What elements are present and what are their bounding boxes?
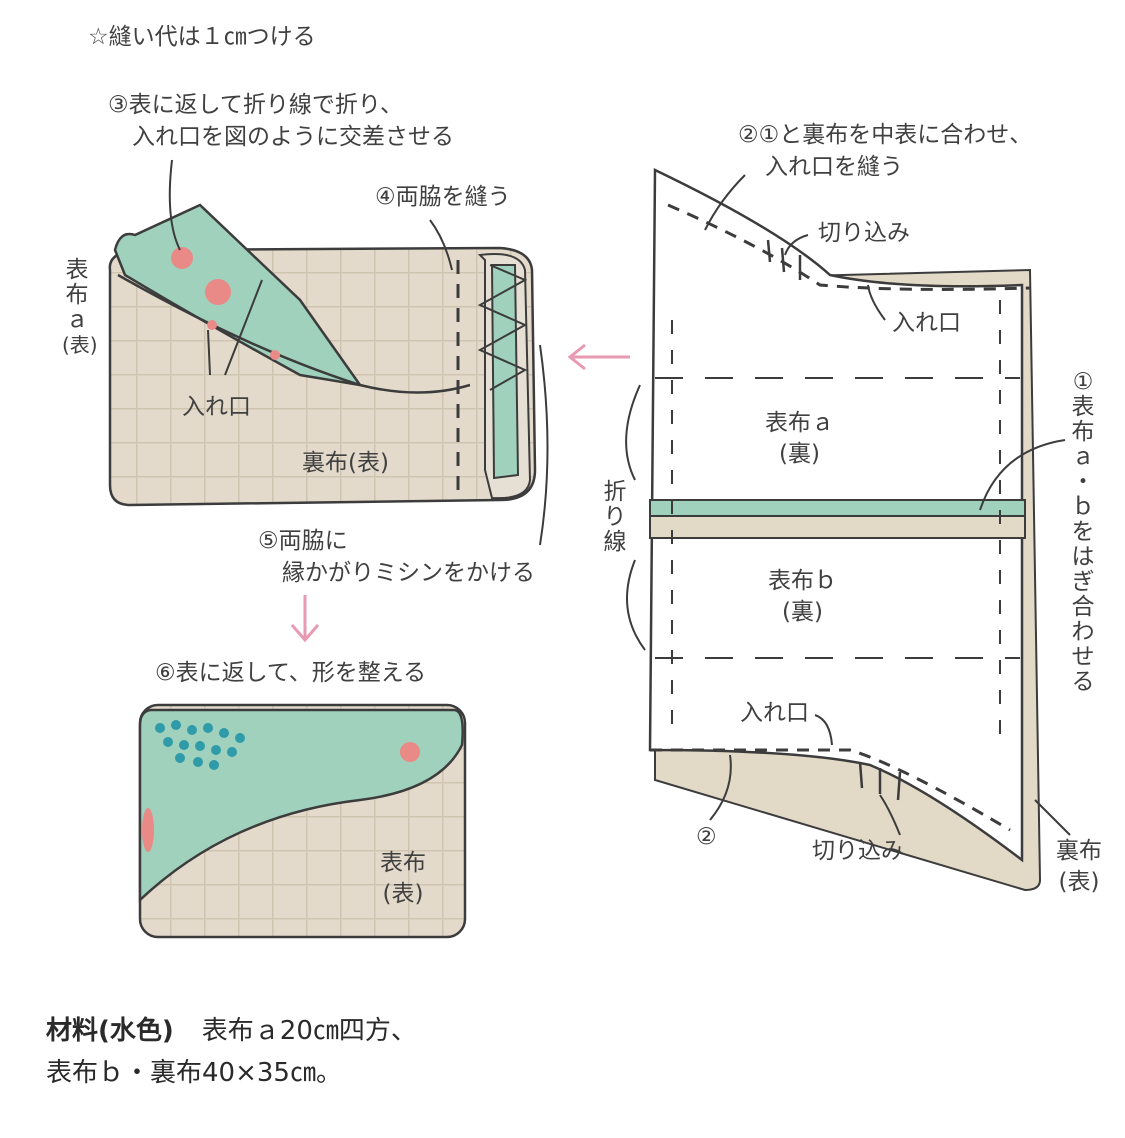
notch-label-top: 切り込み [818,220,910,246]
front-b-back-label: 表布ｂ(裏) [768,568,837,625]
pouch-assembly [108,159,549,546]
step2-line1: ②①と裏布を中表に合わせ、 [738,122,1033,148]
step5-line1: ⑤両脇に [258,528,348,554]
front-a-back-label: 表布ａ(裏) [765,410,834,467]
step5-line2: 縁かがりミシンをかける [282,560,535,586]
materials-title: 材料(水色) [46,1016,174,1046]
notch-label-bottom: 切り込み [812,838,904,864]
step6-label: ⑥表に返して、形を整える [155,660,427,686]
front-a-side-label: 表布 ａ(表) [62,257,98,358]
materials-line2: 表布ｂ・裏布40×35㎝。 [46,1058,342,1088]
materials-line1: 表布ａ20㎝四方、 [201,1016,417,1046]
finished-pouch [138,703,467,939]
step2-line2: 入れ口を縫う [765,154,903,180]
fold-line-label: 折り線 [603,479,627,555]
finished-front-label: 表布(表) [380,850,426,907]
sewing-panel [625,168,1071,892]
opening-label-top: 入れ口 [892,310,961,336]
materials: 材料(水色) 表布ａ20㎝四方、 表布ｂ・裏布40×35㎝。 [46,1010,417,1094]
lining-right-label: 裏布(表) [1056,838,1102,895]
step3-line1: ③表に返して折り線で折り、 [108,92,404,118]
header-note: ☆縫い代は１㎝つける [88,24,316,50]
lining-front-label: 裏布(表) [302,450,389,476]
opening-label-left: 入れ口 [182,394,251,420]
step-arrows [290,343,630,643]
step2-marker: ② [696,824,717,850]
step4-label: ④両脇を縫う [375,184,511,210]
opening-label-bottom: 入れ口 [740,700,809,726]
step3-line2: 入れ口を図のように交差させる [132,124,454,150]
